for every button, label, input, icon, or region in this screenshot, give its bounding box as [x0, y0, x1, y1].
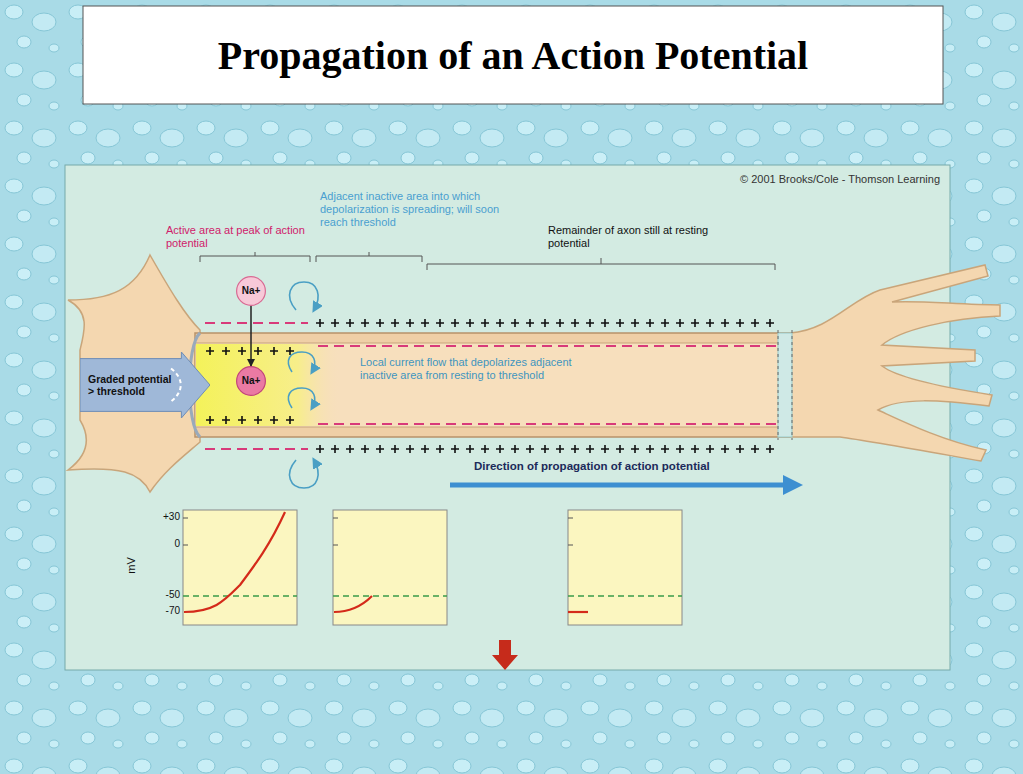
charge-plus — [496, 445, 504, 453]
charge-plus — [376, 445, 384, 453]
charge-plus — [361, 445, 369, 453]
charge-plus — [270, 416, 278, 424]
charge-plus — [541, 319, 549, 327]
charge-plus — [511, 445, 519, 453]
ion-circle: Na+ — [236, 276, 266, 306]
charge-plus — [254, 416, 262, 424]
charge-plus — [238, 416, 246, 424]
charge-plus — [631, 319, 639, 327]
charge-plus — [721, 319, 729, 327]
charge-plus — [270, 347, 278, 355]
region-label: Active area at peak of action potential — [166, 224, 316, 250]
charge-plus — [481, 445, 489, 453]
charge-plus — [391, 445, 399, 453]
charge-plus — [751, 445, 759, 453]
charge-plus — [601, 445, 609, 453]
current-label: Local current flow that depolarizes adja… — [360, 356, 582, 382]
charge-plus — [586, 445, 594, 453]
axis-tick: -70 — [140, 605, 180, 617]
charge-plus — [222, 416, 230, 424]
charge-plus — [631, 445, 639, 453]
charge-plus — [736, 445, 744, 453]
charge-plus — [586, 319, 594, 327]
charge-plus — [571, 319, 579, 327]
charge-plus — [556, 445, 564, 453]
ion-circle: Na+ — [236, 366, 266, 396]
charge-plus — [571, 445, 579, 453]
charge-plus — [541, 445, 549, 453]
charge-plus — [676, 319, 684, 327]
charge-plus — [511, 319, 519, 327]
charge-plus — [286, 416, 294, 424]
direction-label: Direction of propagation of action poten… — [474, 460, 794, 474]
ion-flow-arrow — [250, 306, 252, 366]
charge-plus — [331, 445, 339, 453]
axis-tick: -50 — [140, 589, 180, 601]
charge-plus — [436, 445, 444, 453]
charge-plus — [751, 319, 759, 327]
charge-plus — [601, 319, 609, 327]
charge-plus — [421, 445, 429, 453]
charge-plus — [406, 445, 414, 453]
charge-plus — [436, 319, 444, 327]
ion-label: Na+ — [242, 375, 261, 387]
charge-plus — [316, 319, 324, 327]
stimulus-arrow: Graded potential > threshold — [80, 352, 210, 418]
charge-plus — [346, 445, 354, 453]
charge-plus — [646, 445, 654, 453]
charge-plus — [616, 445, 624, 453]
charge-plus — [451, 319, 459, 327]
region-label: Remainder of axon still at resting poten… — [548, 224, 738, 250]
charge-plus — [406, 319, 414, 327]
charge-plus — [526, 319, 534, 327]
charge-plus — [646, 319, 654, 327]
region-label: Adjacent inactive area into which depola… — [320, 190, 525, 229]
charge-plus — [736, 319, 744, 327]
charge-plus — [466, 445, 474, 453]
charge-plus — [661, 319, 669, 327]
axis-tick: +30 — [140, 511, 180, 523]
charge-plus — [238, 347, 246, 355]
charge-plus — [556, 319, 564, 327]
charge-plus — [206, 416, 214, 424]
axis-unit: mV — [125, 550, 138, 580]
charge-plus — [691, 319, 699, 327]
axis-tick: 0 — [140, 538, 180, 550]
charge-plus — [466, 319, 474, 327]
charge-plus — [691, 445, 699, 453]
slide-title: Propagation of an Action Potential — [83, 6, 943, 104]
charge-plus — [706, 319, 714, 327]
charge-plus — [661, 445, 669, 453]
stimulus-text: Graded potential > threshold — [88, 373, 180, 397]
charge-plus — [361, 319, 369, 327]
charge-plus — [706, 445, 714, 453]
charge-plus — [766, 319, 774, 327]
charge-plus — [496, 319, 504, 327]
ion-label: Na+ — [242, 285, 261, 297]
charge-plus — [526, 445, 534, 453]
charge-plus — [222, 347, 230, 355]
charge-plus — [421, 319, 429, 327]
charge-plus — [206, 347, 214, 355]
charge-plus — [316, 445, 324, 453]
charge-plus — [481, 319, 489, 327]
charge-plus — [721, 445, 729, 453]
charge-plus — [616, 319, 624, 327]
charge-plus — [331, 319, 339, 327]
charge-plus — [676, 445, 684, 453]
charge-plus — [254, 347, 262, 355]
charge-plus — [391, 319, 399, 327]
charge-plus — [376, 319, 384, 327]
charge-plus — [451, 445, 459, 453]
charge-plus — [766, 445, 774, 453]
copyright-note: © 2001 Brooks/Cole - Thomson Learning — [560, 173, 940, 186]
charge-plus — [346, 319, 354, 327]
